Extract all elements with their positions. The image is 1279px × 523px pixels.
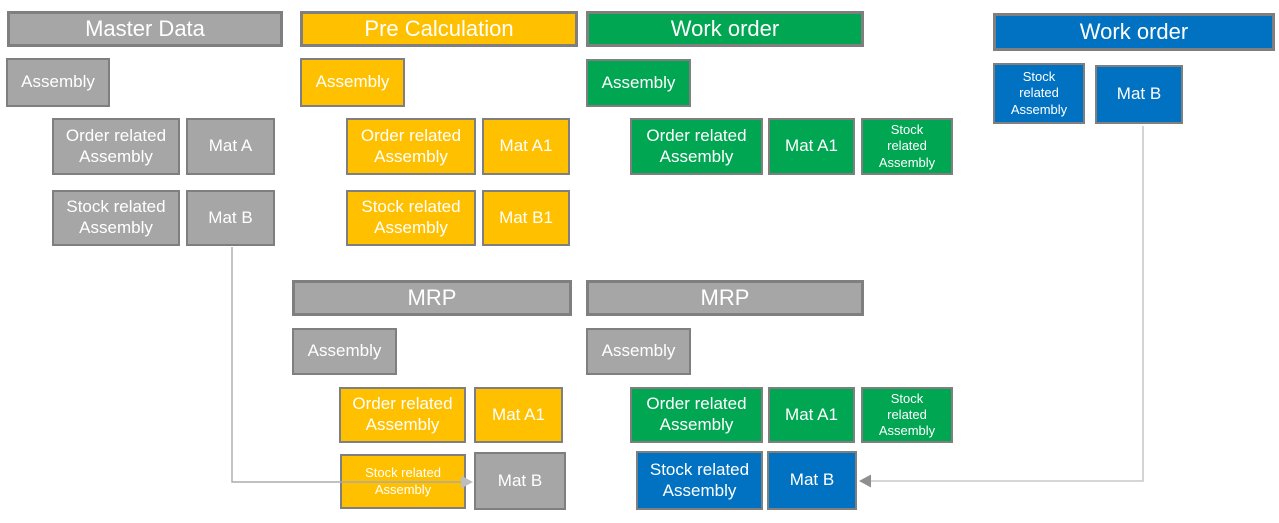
header-mrp-right: MRP bbox=[586, 280, 864, 316]
masterdata-mat-b-box: Mat B bbox=[186, 190, 275, 246]
masterdata-order-related-box: Order related Assembly bbox=[52, 118, 180, 175]
workorder-assembly-box: Assembly bbox=[586, 59, 691, 107]
precalc-mat-a1-box: Mat A1 bbox=[482, 118, 570, 175]
masterdata-mat-a-box: Mat A bbox=[186, 118, 275, 175]
precalc-mat-b1-box: Mat B1 bbox=[482, 190, 570, 246]
workorder-mat-a1-box: Mat A1 bbox=[768, 118, 855, 175]
mrp-left-mat-b-box: Mat B bbox=[474, 452, 566, 510]
workorder-order-related-box: Order related Assembly bbox=[630, 118, 763, 175]
header-pre-calculation: Pre Calculation bbox=[300, 11, 578, 47]
mrp-right-assembly-box: Assembly bbox=[586, 328, 691, 375]
mrp-right-mat-b-box: Mat B bbox=[767, 451, 857, 510]
masterdata-stock-related-box: Stock related Assembly bbox=[52, 190, 180, 246]
mrp-left-mat-a1-box: Mat A1 bbox=[474, 387, 563, 443]
header-mrp-left: MRP bbox=[292, 280, 572, 316]
mrp-right-stock-related-blue-box: Stock related Assembly bbox=[636, 451, 763, 510]
workorder-blue-mat-b-box: Mat B bbox=[1095, 65, 1183, 124]
mrp-right-order-related-box: Order related Assembly bbox=[630, 387, 763, 443]
precalc-order-related-box: Order related Assembly bbox=[346, 118, 476, 175]
precalc-assembly-box: Assembly bbox=[300, 58, 405, 107]
header-work-order-blue: Work order bbox=[993, 13, 1275, 51]
mrp-left-stock-related-box: Stock related Assembly bbox=[340, 454, 466, 509]
workorder-stock-related-box: Stock related Assembly bbox=[861, 118, 953, 175]
header-work-order-green: Work order bbox=[586, 11, 864, 47]
mrp-right-stock-related-green-box: Stock related Assembly bbox=[861, 387, 953, 443]
precalc-stock-related-box: Stock related Assembly bbox=[346, 190, 476, 246]
mrp-left-assembly-box: Assembly bbox=[292, 328, 397, 375]
masterdata-assembly-box: Assembly bbox=[6, 58, 110, 107]
workorder-blue-stock-related-box: Stock related Assembly bbox=[993, 63, 1085, 124]
header-master-data: Master Data bbox=[7, 11, 283, 47]
mrp-left-order-related-box: Order related Assembly bbox=[339, 387, 466, 443]
mrp-right-mat-a1-box: Mat A1 bbox=[768, 387, 855, 443]
